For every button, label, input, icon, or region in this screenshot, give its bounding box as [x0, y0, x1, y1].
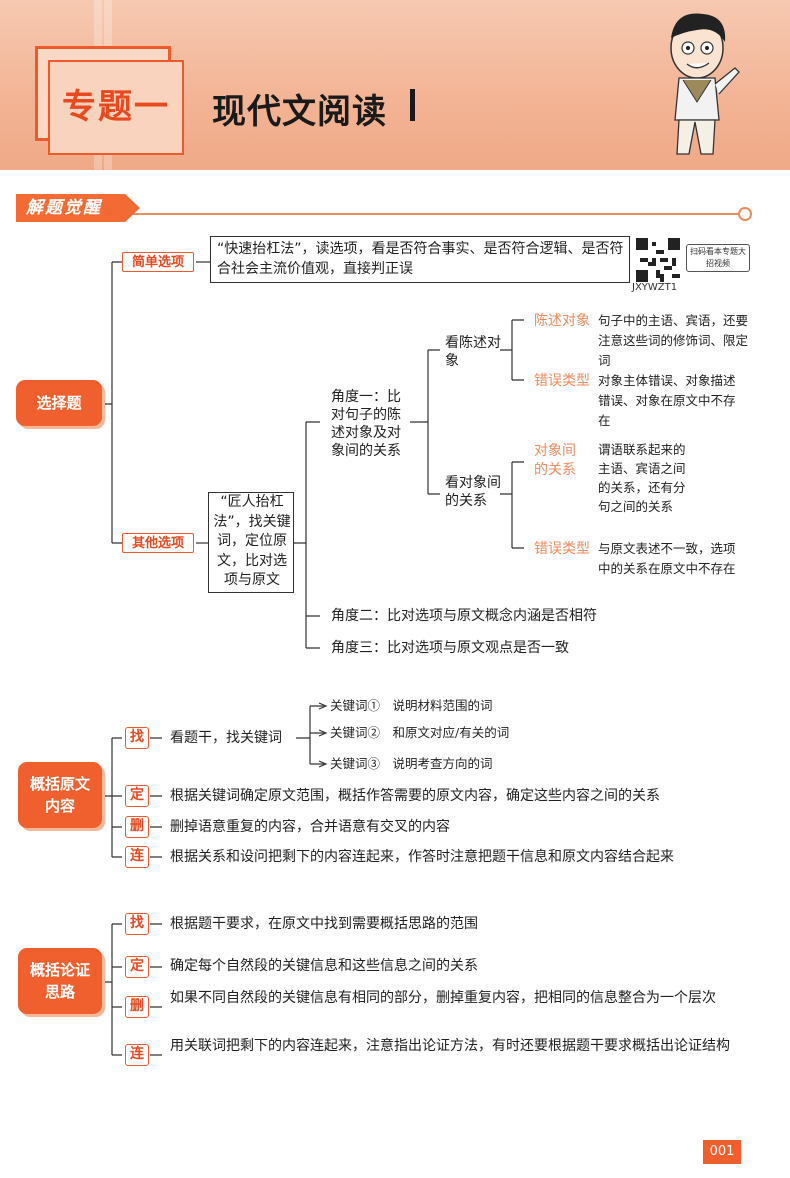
step-connect-tag: 连	[125, 846, 149, 868]
arg-step-find-tag: 找	[125, 913, 149, 935]
tag-other-option: 其他选项	[122, 533, 194, 553]
text-relation: 谓语联系起来的主语、宾语之间的关系，还有分句之间的关系	[598, 440, 690, 516]
text-subject: 句子中的主语、宾语，还要注意这些词的修饰词、限定词	[598, 311, 750, 371]
step-locate-tag: 定	[125, 785, 149, 807]
text-error-type-1: 对象主体错误、对象描述错误、对象在原文中不存在	[598, 371, 740, 431]
arg-step-locate-tag: 定	[125, 956, 149, 978]
step-find-tag: 找	[125, 727, 149, 749]
step-locate-text: 根据关键词确定原文范围，概括作答需要的原文内容，确定这些内容之间的关系	[170, 786, 660, 806]
page-number: 001	[703, 1140, 741, 1164]
label-relation: 对象间的关系	[534, 442, 580, 480]
keyword-two: 关键词② 和原文对应/有关的词	[330, 723, 509, 743]
step-delete-text: 删掉语意重复的内容，合并语意有交叉的内容	[170, 817, 450, 837]
label-error-type-2: 错误类型	[534, 539, 590, 559]
category-choice: 选择题	[16, 380, 102, 426]
arg-step-connect-text: 用关联词把剩下的内容连起来，注意指出论证方法，有时还要根据题干要求概括出论证结构	[170, 1036, 744, 1056]
angle-two-text: 角度二：比对选项与原文概念内涵是否相符	[331, 606, 597, 626]
label-subject: 陈述对象	[534, 311, 590, 331]
text-error-type-2: 与原文表述不一致，选项中的关系在原文中不存在	[598, 539, 740, 579]
category-summarize-content: 概括原文内容	[18, 762, 102, 828]
arg-step-locate-text: 确定每个自然段的关键信息和这些信息之间的关系	[170, 956, 478, 976]
step-connect-text: 根据关系和设问把剩下的内容连起来，作答时注意把题干信息和原文内容结合起来	[170, 847, 674, 867]
arg-step-find-text: 根据题干要求，在原文中找到需要概括思路的范围	[170, 914, 478, 934]
tag-simple-option: 简单选项	[122, 252, 194, 272]
simple-option-text: “快速抬杠法”，读选项，看是否符合事实、是否符合逻辑、是否符合社会主流价值观，直…	[217, 239, 627, 279]
keyword-three: 关键词③ 说明考查方向的词	[330, 754, 493, 774]
label-error-type-1: 错误类型	[534, 371, 590, 391]
keyword-one: 关键词① 说明材料范围的词	[330, 696, 493, 716]
arg-step-connect-tag: 连	[125, 1044, 149, 1066]
step-find-text: 看题干，找关键词	[170, 728, 282, 748]
category-summarize-argument: 概括论证思路	[18, 948, 102, 1014]
angle-three-text: 角度三：比对选项与原文观点是否一致	[331, 638, 569, 658]
qr-code-label: JXYWZT1	[632, 282, 677, 293]
step-delete-tag: 删	[125, 816, 149, 838]
method-text: “匠人抬杠法”，找关键词，定位原文，比对选项与原文	[212, 493, 292, 591]
arg-step-delete-text: 如果不同自然段的关键信息有相同的部分，删掉重复内容，把相同的信息整合为一个层次	[170, 988, 744, 1008]
arg-step-delete-tag: 删	[125, 996, 149, 1018]
branch-relation: 看对象间的关系	[445, 474, 501, 510]
qr-code-icon[interactable]	[636, 238, 680, 282]
qr-note: 扫码看本专题大招视频	[686, 244, 750, 272]
angle-one-text: 角度一：比对句子的陈述对象及对象间的关系	[331, 388, 411, 460]
branch-subject: 看陈述对象	[445, 334, 501, 370]
